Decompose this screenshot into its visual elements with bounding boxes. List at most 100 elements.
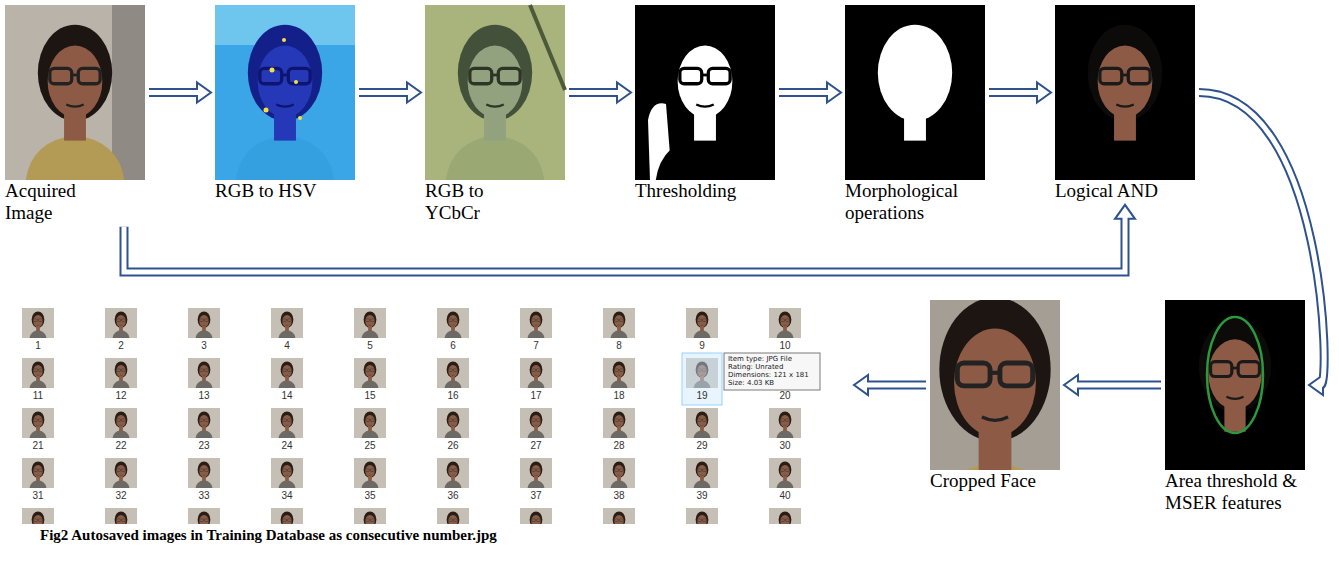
image-number: 19 bbox=[686, 390, 718, 402]
image-area bbox=[1165, 300, 1305, 470]
image-area bbox=[215, 5, 355, 180]
image-area bbox=[845, 5, 985, 180]
image-number: 37 bbox=[520, 490, 552, 502]
arrow-core bbox=[989, 90, 1039, 95]
image-area bbox=[425, 5, 565, 180]
hollow-arrow bbox=[569, 83, 631, 103]
hollow-arrow bbox=[989, 83, 1051, 103]
image-area bbox=[5, 305, 850, 527]
image-area bbox=[1055, 5, 1195, 180]
step-caption: Cropped Face bbox=[930, 470, 1060, 492]
image-number: 7 bbox=[520, 340, 552, 352]
hollow-arrow bbox=[359, 83, 421, 103]
image-number: 15 bbox=[354, 390, 386, 402]
arrow-outline bbox=[1076, 381, 1161, 390]
arrow-outline bbox=[1199, 93, 1324, 386]
arrow-head bbox=[827, 83, 841, 103]
image-number: 16 bbox=[437, 390, 469, 402]
arrow-core bbox=[1076, 383, 1161, 388]
arrow-core bbox=[569, 90, 619, 95]
arrow-core bbox=[149, 90, 199, 95]
hollow-arrow bbox=[124, 205, 1135, 272]
image-number: 28 bbox=[603, 440, 635, 452]
step-caption: Area threshold & MSER features bbox=[1165, 470, 1315, 514]
image-number: 39 bbox=[686, 490, 718, 502]
arrow-core bbox=[779, 90, 829, 95]
image-area bbox=[5, 5, 145, 180]
image-number: 14 bbox=[271, 390, 303, 402]
tooltip-line: Rating: Unrated bbox=[728, 363, 783, 371]
image-area bbox=[930, 300, 1060, 470]
arrow-outline bbox=[569, 88, 619, 97]
hollow-arrow bbox=[1199, 93, 1324, 396]
step-caption: RGB to HSV bbox=[215, 180, 355, 202]
arrow-head bbox=[197, 83, 211, 103]
image-number: 10 bbox=[769, 340, 801, 352]
image-step: Thresholding bbox=[635, 5, 775, 202]
image-number: 9 bbox=[686, 340, 718, 352]
training-grid: Fig2 Autosaved images in Training Databa… bbox=[5, 305, 850, 544]
image-step: RGB to YCbCr bbox=[425, 5, 565, 224]
arrow-outline bbox=[779, 88, 829, 97]
image-number: 33 bbox=[188, 490, 220, 502]
image-number: 22 bbox=[105, 440, 137, 452]
tooltip-line: Item type: JPG File bbox=[728, 355, 792, 363]
image-step: Acquired Image bbox=[5, 5, 145, 224]
step-caption: Acquired Image bbox=[5, 180, 105, 224]
acquired-photo bbox=[5, 5, 145, 180]
image-number: 18 bbox=[603, 390, 635, 402]
arrow-core bbox=[866, 383, 926, 388]
image-number: 34 bbox=[271, 490, 303, 502]
image-number: 11 bbox=[22, 390, 54, 402]
arrow-head bbox=[1064, 375, 1078, 395]
image-number: 38 bbox=[603, 490, 635, 502]
image-number: 1 bbox=[22, 340, 54, 352]
ycbcr-image bbox=[425, 5, 565, 180]
cropped-photo bbox=[930, 300, 1060, 470]
morphology-image bbox=[845, 5, 985, 180]
image-number: 26 bbox=[437, 440, 469, 452]
image-step: Cropped Face bbox=[930, 300, 1060, 492]
arrow-head bbox=[1115, 205, 1135, 219]
arrow-outline bbox=[124, 217, 1125, 272]
image-number: 4 bbox=[271, 340, 303, 352]
figure-caption: Fig2 Autosaved images in Training Databa… bbox=[5, 527, 850, 544]
image-step: Morphological operations bbox=[845, 5, 985, 224]
step-caption: Morphological operations bbox=[845, 180, 985, 224]
image-number: 2 bbox=[105, 340, 137, 352]
image-area bbox=[635, 5, 775, 180]
step-caption: RGB to YCbCr bbox=[425, 180, 505, 224]
image-step: RGB to HSV bbox=[215, 5, 355, 202]
image-number: 20 bbox=[769, 390, 801, 402]
tooltip-line: Size: 4.03 KB bbox=[728, 379, 774, 387]
image-step: Area threshold & MSER features bbox=[1165, 300, 1305, 514]
image-number: 23 bbox=[188, 440, 220, 452]
hollow-arrow bbox=[854, 375, 926, 395]
image-number: 36 bbox=[437, 490, 469, 502]
image-number: 31 bbox=[22, 490, 54, 502]
hsv-image bbox=[215, 5, 355, 180]
image-number: 27 bbox=[520, 440, 552, 452]
image-number: 3 bbox=[188, 340, 220, 352]
arrow-outline bbox=[866, 381, 926, 390]
image-step: Logical AND bbox=[1055, 5, 1195, 202]
image-number: 29 bbox=[686, 440, 718, 452]
image-number: 30 bbox=[769, 440, 801, 452]
image-number: 25 bbox=[354, 440, 386, 452]
hollow-arrow bbox=[779, 83, 841, 103]
arrow-core bbox=[124, 217, 1125, 272]
image-number: 8 bbox=[603, 340, 635, 352]
arrow-head bbox=[617, 83, 631, 103]
mser-image bbox=[1165, 300, 1305, 470]
image-number: 40 bbox=[769, 490, 801, 502]
arrow-head bbox=[854, 375, 868, 395]
step-caption: Thresholding bbox=[635, 180, 775, 202]
image-number: 21 bbox=[22, 440, 54, 452]
image-number: 13 bbox=[188, 390, 220, 402]
arrow-core bbox=[1199, 93, 1324, 386]
thumbnail-grid bbox=[22, 308, 852, 524]
image-number: 32 bbox=[105, 490, 137, 502]
arrow-core bbox=[359, 90, 409, 95]
tooltip-line: Dimensions: 121 x 181 bbox=[728, 371, 809, 379]
